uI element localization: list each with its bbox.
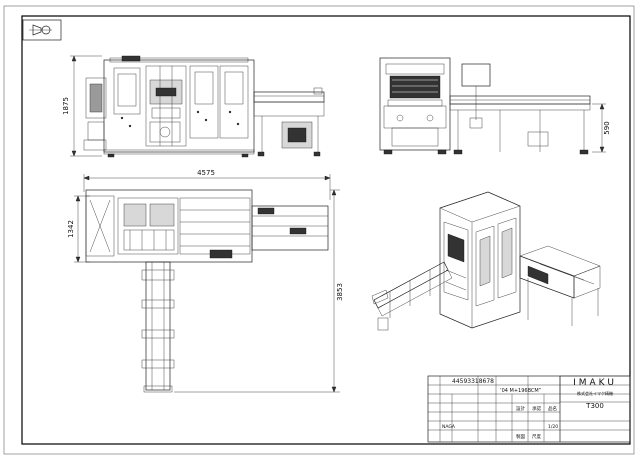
cell-scale: 尺度 bbox=[532, 433, 541, 440]
plan-depth-dimension: 1342 bbox=[67, 220, 75, 238]
brand-name: IMAKU bbox=[573, 378, 617, 388]
front-height-dimension: 1875 bbox=[62, 97, 70, 115]
title-note: ’04 M+196BCM” bbox=[500, 388, 542, 394]
outer-border bbox=[3, 5, 635, 455]
brand-subtitle: 株式会社イマク精機 bbox=[577, 390, 613, 396]
overall-width-dimension: 4575 bbox=[197, 169, 215, 177]
scale-value: 1/20 bbox=[548, 424, 558, 430]
cell-approve: 承認 bbox=[532, 405, 541, 412]
cell-drawn: 製図 bbox=[516, 433, 525, 440]
side-view bbox=[379, 57, 606, 155]
drawing-number: 44593318678 bbox=[452, 378, 494, 385]
model-number: T300 bbox=[585, 402, 604, 410]
cell-product: 品名 bbox=[548, 405, 557, 412]
projection-symbol bbox=[22, 19, 62, 41]
drawing-frame bbox=[21, 15, 631, 445]
side-height-dimension: 590 bbox=[603, 121, 611, 134]
cell-design: 設計 bbox=[516, 405, 525, 412]
plan-length-dimension: 3853 bbox=[336, 283, 344, 301]
plan-view bbox=[74, 174, 340, 393]
cell-name: NAGA bbox=[442, 424, 456, 430]
isometric-view bbox=[371, 191, 601, 331]
title-block bbox=[427, 375, 631, 443]
front-view bbox=[70, 55, 325, 158]
